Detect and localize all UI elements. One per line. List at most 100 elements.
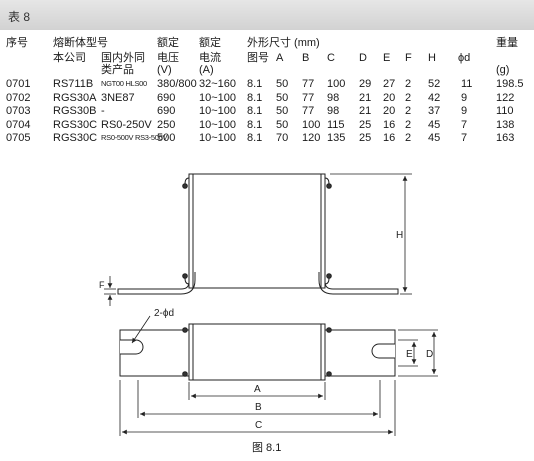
header-C: C: [327, 52, 335, 64]
table-title: 表 8: [8, 10, 31, 24]
dimension-H: [330, 173, 412, 295]
cell-phid: 11: [461, 78, 473, 90]
header-B: B: [302, 52, 310, 64]
dimension-A-B-C: [119, 380, 396, 436]
cell-E: 20: [383, 91, 396, 104]
cell-seq: 0702: [6, 91, 31, 104]
label-D: D: [426, 349, 433, 360]
header-F: F: [405, 52, 412, 64]
cell-voltage: 500: [157, 132, 176, 144]
front-view: [117, 173, 399, 295]
cell-model: RGS30A: [53, 91, 97, 104]
cell-weight: 122: [496, 91, 515, 104]
cell-phid: 7: [461, 118, 468, 131]
header-weight-unit: (g): [496, 64, 510, 76]
header-phid: ϕd: [458, 52, 471, 64]
cell-seq: 0703: [6, 105, 31, 117]
cell-current: 10~100: [199, 91, 237, 104]
cell-D: 21: [359, 91, 372, 104]
label-C: C: [255, 420, 262, 431]
header-equiv-line1: 国内外同: [101, 52, 145, 64]
cell-current: 10~100: [199, 105, 237, 117]
label-2phid: 2-ϕd: [154, 308, 174, 319]
cell-E: 20: [383, 105, 396, 117]
cell-A: 70: [276, 132, 289, 144]
figure-caption: 图 8.1: [252, 442, 282, 454]
header-D: D: [359, 52, 367, 64]
cell-D: 21: [359, 105, 372, 117]
cell-phid: 7: [461, 132, 468, 144]
cell-model: RGS30B: [53, 105, 97, 117]
cell-B: 77: [302, 91, 315, 104]
cell-B: 77: [302, 78, 315, 90]
cell-equiv: RS0-250V: [101, 118, 152, 131]
cell-current: 32~160: [199, 78, 237, 90]
cell-model: RGS30C: [53, 132, 98, 144]
cell-phid: 9: [461, 105, 468, 117]
cell-B: 100: [302, 118, 321, 131]
cell-fig: 8.1: [247, 132, 263, 144]
leader-2phid: [131, 315, 151, 344]
cell-fig: 8.1: [247, 91, 263, 104]
cell-equiv: 3NE87: [101, 91, 135, 104]
cell-current: 10~100: [199, 118, 237, 131]
cell-fig: 8.1: [247, 78, 263, 90]
label-E: E: [406, 349, 413, 360]
table-title-bar: 表 8: [0, 0, 534, 30]
header-H: H: [428, 52, 436, 64]
cell-equiv: NGT00 HLS00: [101, 79, 147, 88]
label-B: B: [255, 402, 262, 413]
cell-voltage: 690: [157, 105, 176, 117]
cell-H: 37: [428, 105, 441, 117]
cell-B: 77: [302, 105, 315, 117]
cell-H: 52: [428, 78, 441, 90]
header-equiv-line2: 类产品: [101, 64, 134, 76]
header-seq: 序号: [6, 37, 28, 49]
cell-D: 25: [359, 118, 372, 131]
cell-H: 42: [428, 91, 441, 104]
label-A: A: [254, 384, 261, 395]
label-H: H: [396, 230, 403, 241]
header-fig: 图号: [247, 52, 269, 64]
cell-equiv: RS0-500V RS3-500V: [101, 133, 168, 142]
cell-current: 10~100: [199, 132, 237, 144]
header-voltage-unit: (V): [157, 64, 172, 76]
cell-model: RGS30C: [53, 118, 98, 131]
cell-weight: 138: [496, 118, 515, 131]
header-weight: 重量: [496, 37, 518, 49]
label-F: F: [99, 280, 105, 290]
cell-weight: 110: [496, 105, 514, 117]
cell-fig: 8.1: [247, 105, 263, 117]
cell-weight: 198.5: [496, 78, 524, 90]
dimension-F: [104, 276, 116, 306]
cell-F: 2: [405, 118, 412, 131]
header-company: 本公司: [53, 52, 86, 64]
cell-C: 100: [327, 78, 346, 90]
cell-H: 45: [428, 118, 441, 131]
cell-F: 2: [405, 132, 412, 144]
cell-A: 50: [276, 78, 289, 90]
plan-view: [119, 323, 396, 381]
header-dims-group: 外形尺寸 (mm): [247, 37, 320, 49]
header-A: A: [276, 52, 284, 64]
cell-C: 98: [327, 105, 340, 117]
header-current-line1: 额定: [199, 37, 221, 49]
cell-equiv: -: [101, 105, 105, 117]
cell-voltage: 690: [157, 91, 176, 104]
cell-voltage: 380/800: [157, 78, 197, 90]
cell-D: 29: [359, 78, 372, 90]
cell-F: 2: [405, 91, 412, 104]
cell-E: 16: [383, 132, 396, 144]
cell-C: 135: [327, 132, 346, 144]
header-current-line2: 电流: [199, 52, 221, 64]
header-model-group: 熔断体型号: [53, 37, 108, 49]
cell-A: 50: [276, 105, 289, 117]
cell-fig: 8.1: [247, 118, 263, 131]
cell-A: 50: [276, 91, 289, 104]
cell-seq: 0704: [6, 118, 31, 131]
header-E: E: [383, 52, 391, 64]
cell-voltage: 250: [157, 118, 176, 131]
header-current-unit: (A): [199, 64, 214, 76]
cell-C: 98: [327, 91, 340, 104]
